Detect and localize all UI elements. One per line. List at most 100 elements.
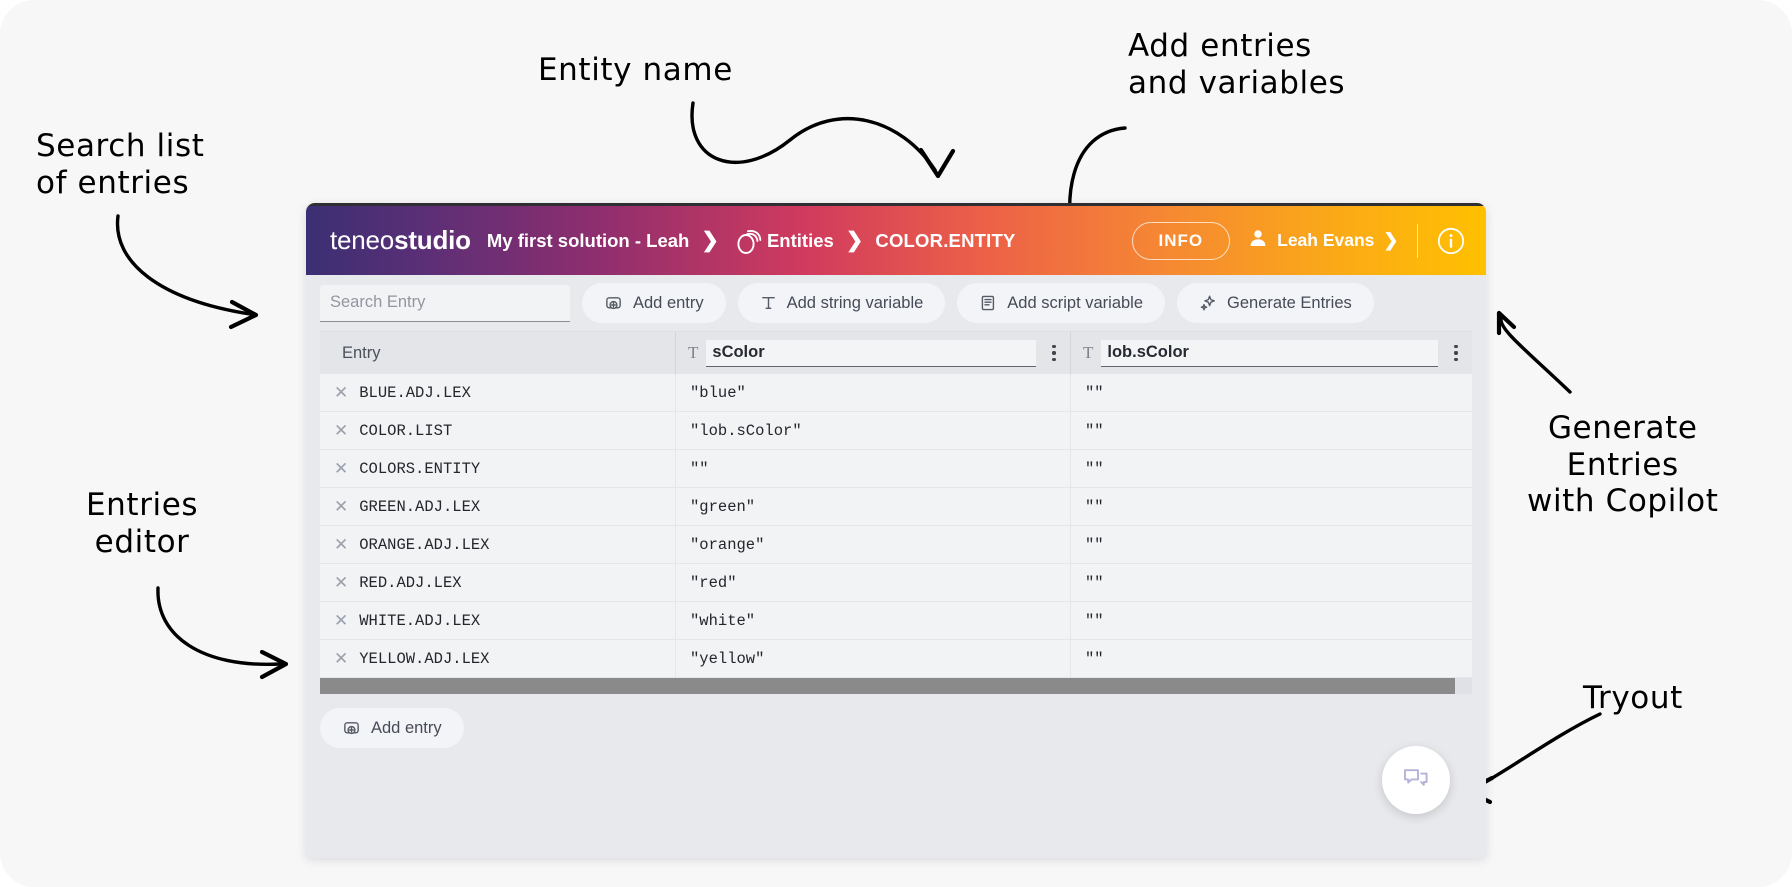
- chat-bubbles-icon: [1401, 763, 1431, 798]
- teneo-studio-logo[interactable]: teneostudio: [330, 225, 471, 256]
- chevron-right-icon-1: ❯: [701, 229, 719, 252]
- footer-add-entry-button[interactable]: Add entry: [320, 708, 464, 748]
- entry-name-label: YELLOW.ADJ.LEX: [359, 649, 490, 668]
- text-type-icon-col3: T: [1083, 343, 1094, 362]
- cell-entry: ✕ COLOR.LIST: [320, 412, 676, 449]
- generate-entries-button[interactable]: Generate Entries: [1177, 283, 1374, 323]
- column-header-scolor: T: [676, 332, 1071, 374]
- user-name-label: Leah Evans: [1277, 230, 1375, 250]
- entry-name-label: COLOR.LIST: [359, 421, 453, 440]
- footer-add-entry-label: Add entry: [371, 718, 442, 737]
- cell-lob-scolor[interactable]: "": [1085, 421, 1104, 440]
- delete-entry-icon[interactable]: ✕: [334, 459, 349, 478]
- delete-entry-icon[interactable]: ✕: [334, 573, 349, 592]
- cell-scolor[interactable]: "": [676, 450, 1071, 487]
- annotation-tryout: Tryout: [1583, 680, 1683, 716]
- table-row[interactable]: ✕BLUE.ADJ.LEX"blue" "": [320, 374, 1472, 412]
- entries-table: Entry T T ✕BLUE.ADJ.LEX"blue" "" ✕ COLOR.LI…: [320, 331, 1472, 678]
- delete-entry-icon[interactable]: ✕: [334, 421, 349, 440]
- horizontal-scrollbar-track[interactable]: [320, 678, 1472, 694]
- cell-scolor[interactable]: "red": [676, 564, 1071, 601]
- add-entry-label: Add entry: [633, 293, 704, 312]
- annotation-generate-copilot: Generate Entries with Copilot: [1527, 410, 1719, 520]
- annotation-entries-editor: Entries editor: [86, 487, 199, 560]
- script-scroll-icon: [979, 294, 997, 312]
- entry-name-label: GREEN.ADJ.LEX: [359, 497, 481, 516]
- cell-lob-scolor[interactable]: "": [1085, 649, 1104, 668]
- chevron-right-icon-user: ❯: [1383, 230, 1399, 250]
- cell-scolor[interactable]: "yellow": [676, 640, 1071, 677]
- user-menu[interactable]: Leah Evans ❯: [1248, 228, 1399, 253]
- info-circle-icon[interactable]: [1436, 226, 1466, 256]
- table-body: ✕BLUE.ADJ.LEX"blue" "" ✕ COLOR.LIST "lob.sCo…: [320, 374, 1472, 678]
- cell-lob-scolor[interactable]: "": [1085, 611, 1104, 630]
- column-header-lob-scolor: T: [1071, 332, 1472, 374]
- cell-entry: ✕BLUE.ADJ.LEX: [320, 374, 676, 411]
- cell-lob-scolor[interactable]: "": [1085, 535, 1104, 554]
- add-string-variable-label: Add string variable: [786, 293, 924, 312]
- breadcrumb-entities[interactable]: Entities: [766, 229, 834, 251]
- table-row[interactable]: ✕ WHITE.ADJ.LEX "white" "": [320, 602, 1472, 640]
- cell-scolor[interactable]: "orange": [676, 526, 1071, 563]
- delete-entry-icon[interactable]: ✕: [334, 383, 349, 402]
- annotation-add-entries: Add entries and variables: [1128, 28, 1346, 101]
- column-lob-scolor-input[interactable]: [1101, 339, 1438, 367]
- cell-scolor[interactable]: "lob.sColor": [676, 412, 1071, 449]
- cell-scolor[interactable]: "green": [676, 488, 1071, 525]
- cell-scolor[interactable]: "blue": [676, 374, 1071, 411]
- horizontal-scrollbar-thumb[interactable]: [320, 678, 1455, 694]
- entry-name-label: WHITE.ADJ.LEX: [359, 611, 481, 630]
- delete-entry-icon[interactable]: ✕: [334, 649, 349, 668]
- logo-studio: studio: [394, 225, 471, 255]
- delete-entry-icon[interactable]: ✕: [334, 611, 349, 630]
- cell-scolor[interactable]: "white": [676, 602, 1071, 639]
- header-right-group: INFO Leah Evans ❯: [1131, 221, 1466, 260]
- tryout-chat-button[interactable]: [1382, 746, 1450, 814]
- table-row[interactable]: ✕ RED.ADJ.LEX "red" "": [320, 564, 1472, 602]
- info-button[interactable]: INFO: [1131, 221, 1231, 260]
- add-entry-button[interactable]: Add entry: [582, 283, 726, 323]
- column-lob-scolor-menu-icon[interactable]: [1446, 344, 1466, 362]
- text-type-icon-col2: T: [688, 343, 699, 362]
- column-header-entry-label: Entry: [342, 343, 381, 362]
- header-divider: [1416, 223, 1418, 258]
- cell-lob-scolor[interactable]: "": [1085, 497, 1104, 516]
- column-scolor-input[interactable]: [706, 339, 1036, 367]
- search-input[interactable]: [320, 284, 570, 322]
- add-string-variable-button[interactable]: Add string variable: [737, 283, 946, 323]
- user-avatar-icon: [1248, 228, 1268, 253]
- table-row[interactable]: ✕COLORS.ENTITY"""": [320, 450, 1472, 488]
- generate-entries-label: Generate Entries: [1227, 293, 1352, 312]
- sparkle-icon: [1199, 294, 1217, 312]
- table-row[interactable]: ✕ COLOR.LIST "lob.sColor" "": [320, 412, 1472, 450]
- add-script-variable-label: Add script variable: [1007, 293, 1144, 312]
- cell-entry: ✕ YELLOW.ADJ.LEX: [320, 640, 676, 677]
- table-row[interactable]: ✕ YELLOW.ADJ.LEX "yellow" "": [320, 640, 1472, 678]
- cell-entry: ✕ WHITE.ADJ.LEX: [320, 602, 676, 639]
- table-row[interactable]: ✕ GREEN.ADJ.LEX "green" "": [320, 488, 1472, 526]
- breadcrumb-solution[interactable]: My first solution - Leah: [486, 229, 690, 251]
- cell-lob-scolor[interactable]: "": [1085, 573, 1104, 592]
- add-entry-icon: [604, 294, 623, 313]
- cell-entry: ✕ RED.ADJ.LEX: [320, 564, 676, 601]
- table-footer: Add entry: [306, 694, 1486, 754]
- logo-teneo: teneo: [330, 225, 395, 255]
- cell-lob-scolor[interactable]: "": [1085, 459, 1104, 478]
- column-scolor-menu-icon[interactable]: [1044, 344, 1064, 362]
- delete-entry-icon[interactable]: ✕: [334, 535, 349, 554]
- breadcrumb-entity-name: COLOR.ENTITY: [875, 229, 1016, 251]
- entry-name-label: RED.ADJ.LEX: [359, 573, 462, 592]
- annotation-search-list: Search list of entries: [36, 128, 205, 201]
- cell-lob-scolor[interactable]: "": [1085, 383, 1104, 402]
- column-header-entry[interactable]: Entry: [320, 332, 676, 374]
- text-type-icon: [760, 294, 777, 312]
- app-header: teneostudio My first solution - Leah ❯ E…: [306, 203, 1486, 275]
- add-script-variable-button[interactable]: Add script variable: [957, 283, 1166, 323]
- delete-entry-icon[interactable]: ✕: [334, 497, 349, 516]
- cell-entry: ✕ GREEN.ADJ.LEX: [320, 488, 676, 525]
- table-row[interactable]: ✕ ORANGE.ADJ.LEX "orange" "": [320, 526, 1472, 564]
- entry-name-label: ORANGE.ADJ.LEX: [359, 535, 490, 554]
- chevron-right-icon-2: ❯: [845, 229, 864, 252]
- table-header-row: Entry T T: [320, 332, 1472, 374]
